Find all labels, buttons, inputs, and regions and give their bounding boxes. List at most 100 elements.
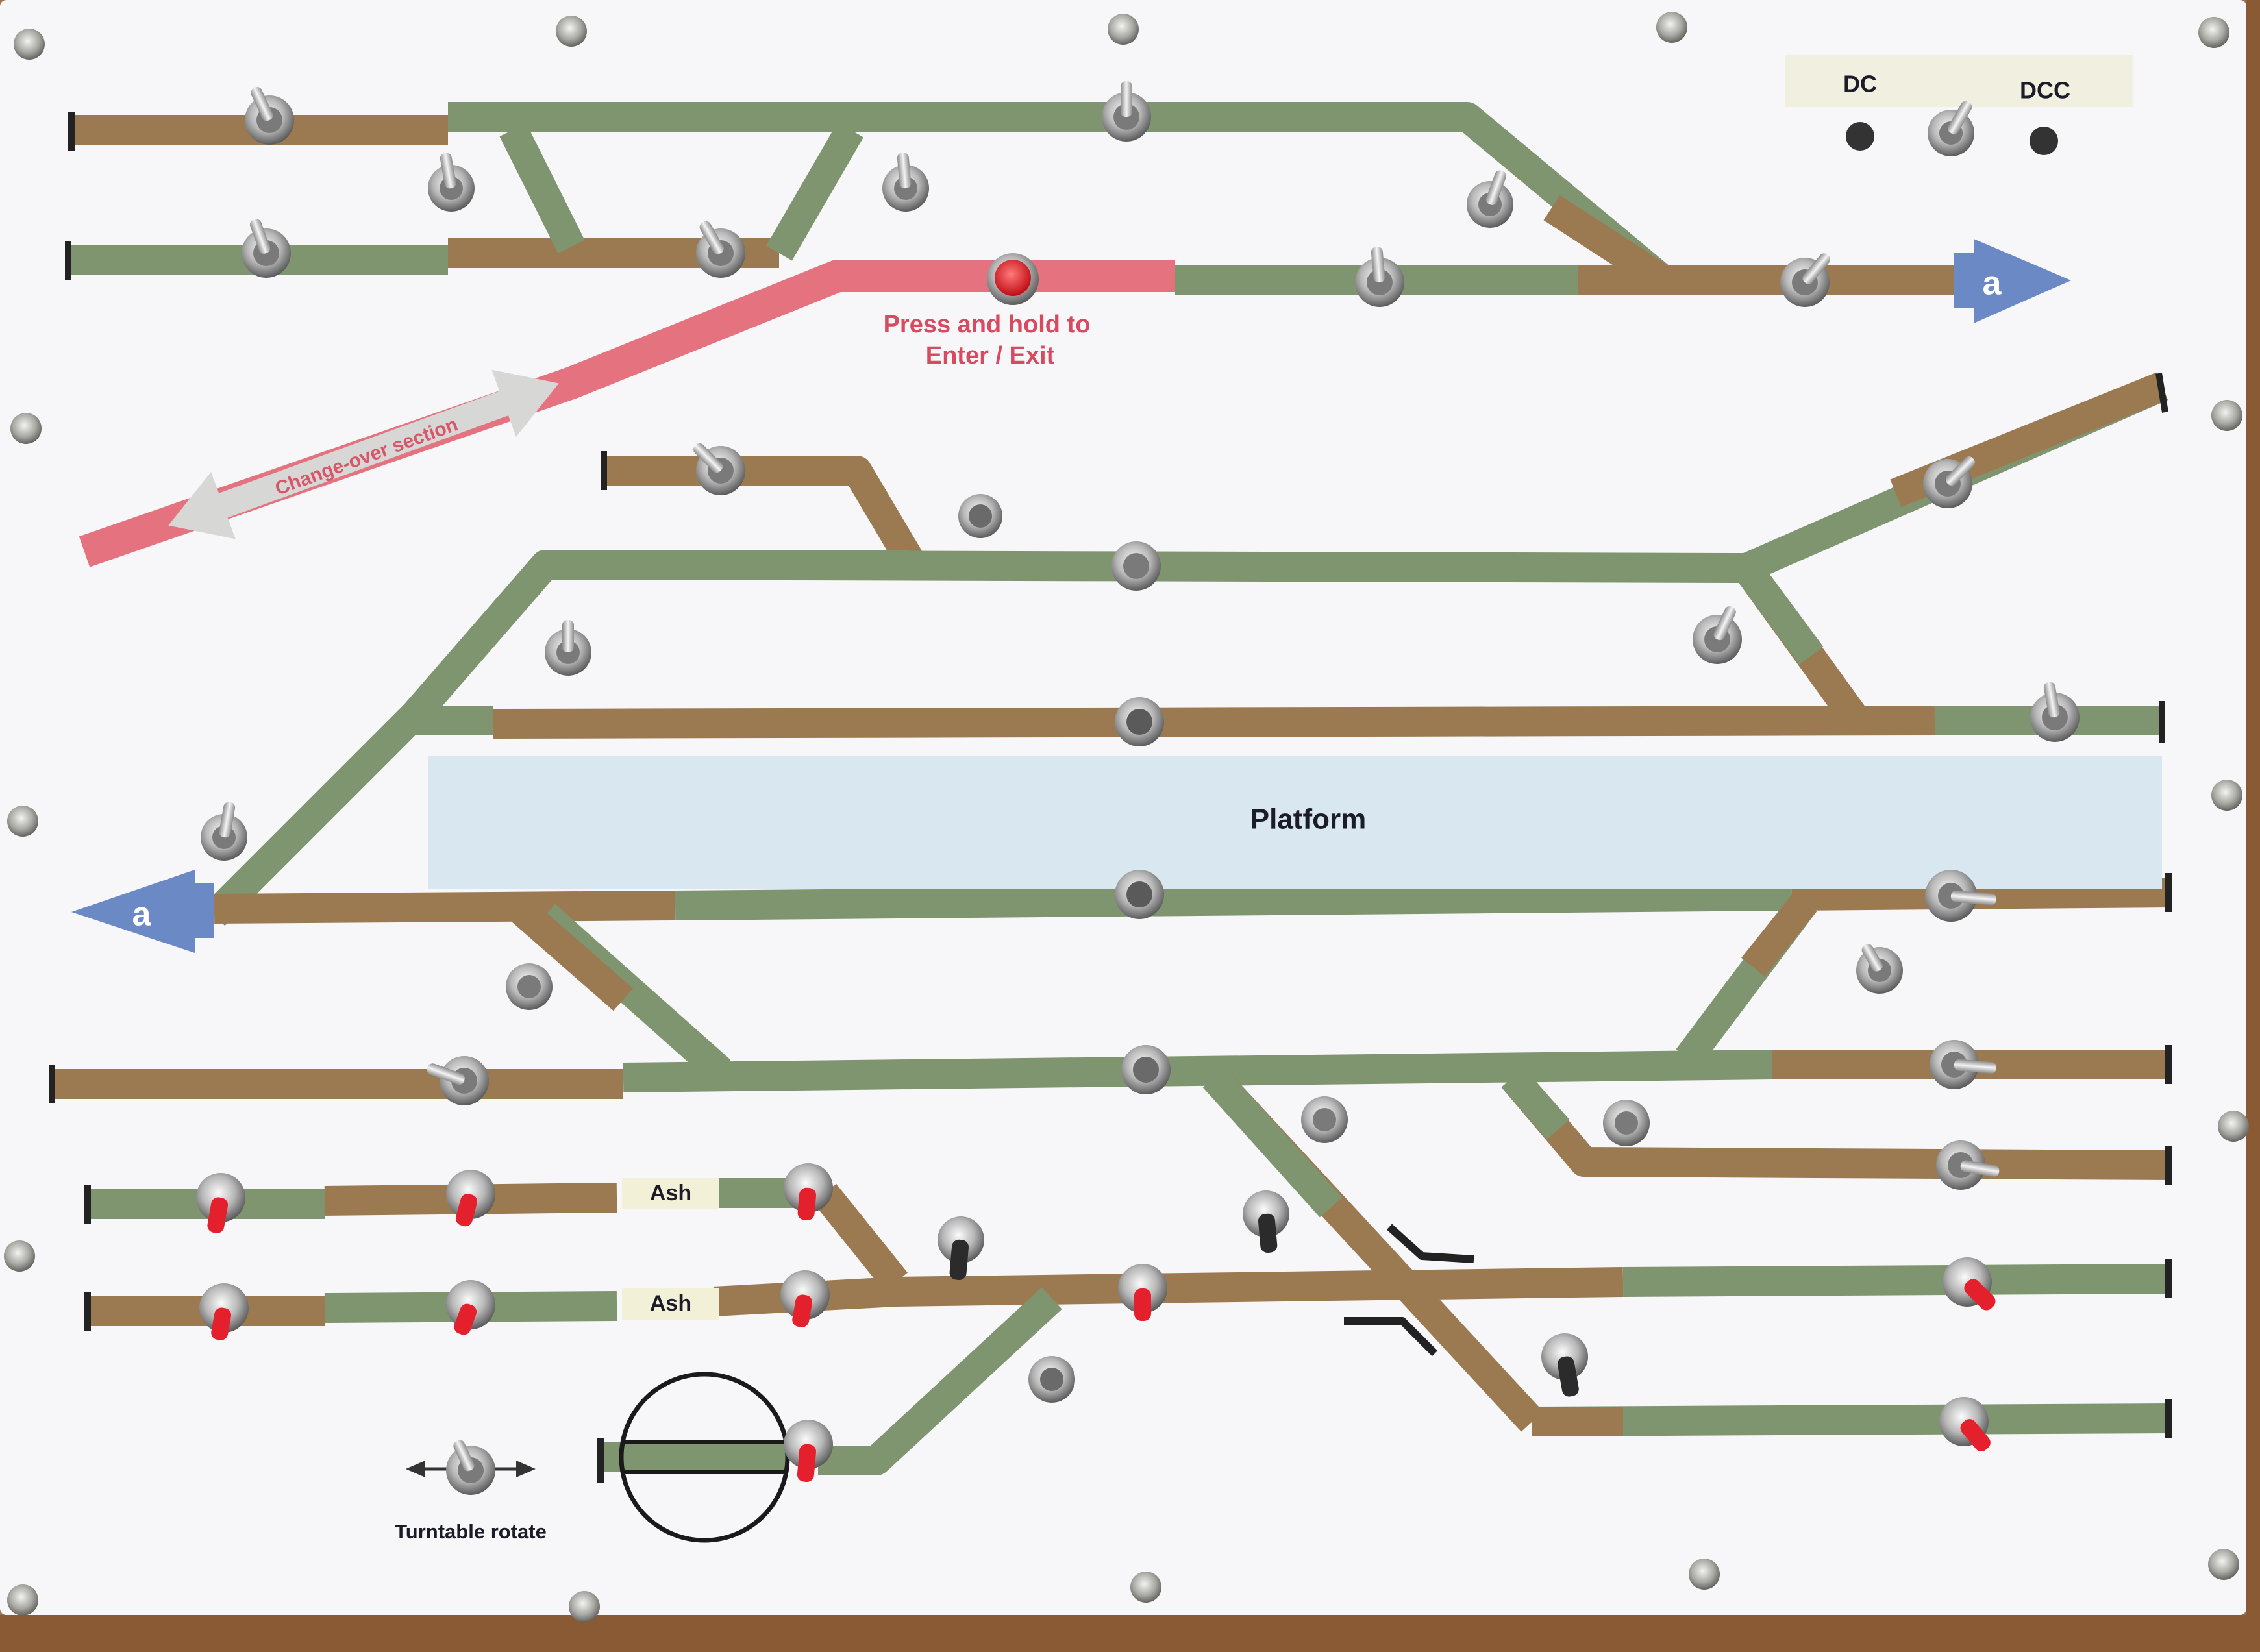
toggle-switch[interactable]: [1301, 1096, 1348, 1143]
press-hold-label-1: Press and hold to: [884, 311, 1091, 338]
screw-icon: [4, 1240, 35, 1272]
changeover-arrow: [168, 369, 559, 539]
platform-label: Platform: [1250, 804, 1366, 835]
toggle-switch[interactable]: [426, 1056, 489, 1105]
toggle-switch[interactable]: [1936, 1140, 2000, 1190]
track-middle: [623, 1050, 1773, 1092]
dcc-socket[interactable]: [2030, 127, 2058, 155]
toggle-switch[interactable]: [1923, 454, 1977, 508]
toggle-switches: [201, 81, 2080, 1495]
toggle-switch[interactable]: [1355, 246, 1404, 307]
enter-exit-push-button[interactable]: [987, 253, 1039, 305]
red-lever-switch[interactable]: [1939, 1397, 1993, 1454]
screw-icon: [10, 413, 42, 444]
red-lever-switch[interactable]: [446, 1170, 495, 1228]
turntable-toggle-switch[interactable]: [446, 1438, 495, 1495]
red-lever-switch[interactable]: [196, 1173, 245, 1234]
track-platform-lower: [675, 881, 1793, 920]
black-lever-switch[interactable]: [1541, 1333, 1588, 1398]
toggle-switch[interactable]: [1102, 81, 1151, 142]
ash-label-box-1: [622, 1178, 719, 1209]
toggle-switch[interactable]: [245, 85, 294, 145]
track-junction-left-b: [509, 897, 634, 1011]
toggle-switch[interactable]: [1925, 870, 1997, 922]
toggle-switch[interactable]: [545, 620, 591, 676]
screw-icon: [569, 1591, 600, 1622]
track-platform-upper: [493, 706, 1935, 739]
red-lever-switch[interactable]: [784, 1420, 833, 1483]
screw-icon: [7, 806, 38, 837]
exit-a-left-label: a: [132, 896, 152, 933]
track-turntable-lead: [818, 1287, 1062, 1475]
dc-socket[interactable]: [1846, 122, 1874, 151]
toggle-switch[interactable]: [696, 219, 745, 278]
track-ash1-descent: [813, 1183, 908, 1292]
toggle-switch[interactable]: [958, 494, 1002, 538]
toggle-switch[interactable]: [1603, 1100, 1650, 1146]
screw-icon: [14, 29, 45, 60]
exit-arrow-right: [1954, 239, 2071, 323]
red-lever-switch[interactable]: [1943, 1257, 1998, 1313]
track-crossover-a: [499, 123, 585, 254]
toggle-switch[interactable]: [1115, 697, 1164, 746]
toggle-switch[interactable]: [201, 801, 247, 861]
diamond-crossing-mark-2: [1344, 1317, 1438, 1357]
dcc-label: DCC: [2020, 77, 2070, 104]
right-arrowhead-icon: [516, 1461, 536, 1477]
dc-label: DC: [1843, 71, 1877, 97]
red-lever-switch[interactable]: [199, 1283, 249, 1341]
screw-icon: [1108, 14, 1139, 45]
screw-icon: [1130, 1572, 1161, 1603]
left-arrowhead-icon: [406, 1461, 425, 1477]
screw-icon: [2218, 1111, 2249, 1142]
dc-dcc-label-strip: [1785, 55, 2133, 107]
turntable-label: Turntable rotate: [395, 1520, 547, 1543]
dc-dcc-toggle[interactable]: [1928, 99, 1974, 156]
mounting-screws: [4, 12, 2249, 1622]
screw-icon: [556, 16, 587, 47]
red-lever-switch[interactable]: [1118, 1264, 1167, 1321]
red-lever-switch[interactable]: [784, 1163, 833, 1221]
black-lever-switch[interactable]: [938, 1216, 984, 1281]
toggle-switch[interactable]: [1111, 541, 1161, 591]
ash-label-2: Ash: [650, 1291, 691, 1316]
toggle-switch[interactable]: [242, 217, 291, 278]
toggle-switch[interactable]: [506, 963, 553, 1010]
toggle-switch[interactable]: [1930, 1040, 1997, 1089]
track-ash2-right-green: [1622, 1264, 2169, 1297]
diamond-crossing-mark: [1386, 1224, 1474, 1263]
black-lever-switch[interactable]: [1243, 1190, 1289, 1253]
press-hold-label-2: Enter / Exit: [926, 342, 1055, 369]
screw-icon: [2208, 1549, 2239, 1580]
toggle-switch[interactable]: [1856, 943, 1903, 994]
exit-a-right-label: a: [1983, 265, 2002, 302]
screw-icon: [2211, 400, 2242, 431]
track-platform-lower-left: [214, 891, 676, 924]
toggle-switch[interactable]: [882, 152, 929, 212]
toggle-switch[interactable]: [2030, 681, 2080, 742]
toggle-switch[interactable]: [1121, 1045, 1171, 1094]
screw-icon: [1656, 12, 1687, 43]
screw-icon: [1689, 1559, 1720, 1590]
toggle-switch[interactable]: [1115, 870, 1164, 919]
platform-area: [428, 756, 2162, 889]
buffer-stops: [49, 112, 2172, 1483]
toggle-switch[interactable]: [428, 152, 475, 212]
toggle-switch[interactable]: [1693, 604, 1742, 664]
track-diamond-g: [1202, 1067, 1343, 1218]
screw-icon: [2198, 17, 2229, 48]
toggle-switch[interactable]: [1028, 1356, 1075, 1403]
red-lever-switch[interactable]: [446, 1280, 495, 1337]
toggle-switch[interactable]: [691, 441, 745, 495]
track-ash2-mid: [713, 1267, 1624, 1316]
track-junction-right-b: [1741, 893, 1817, 977]
screw-icon: [7, 1584, 38, 1616]
toggle-switch[interactable]: [1467, 169, 1513, 228]
track-crossover-b: [766, 122, 863, 261]
track-loop-right-green: [1734, 559, 1824, 665]
toggle-switch[interactable]: [1780, 251, 1832, 307]
exit-arrow-left: [71, 870, 214, 953]
track-diagram: [49, 102, 2172, 1483]
red-lever-switch[interactable]: [780, 1270, 830, 1328]
